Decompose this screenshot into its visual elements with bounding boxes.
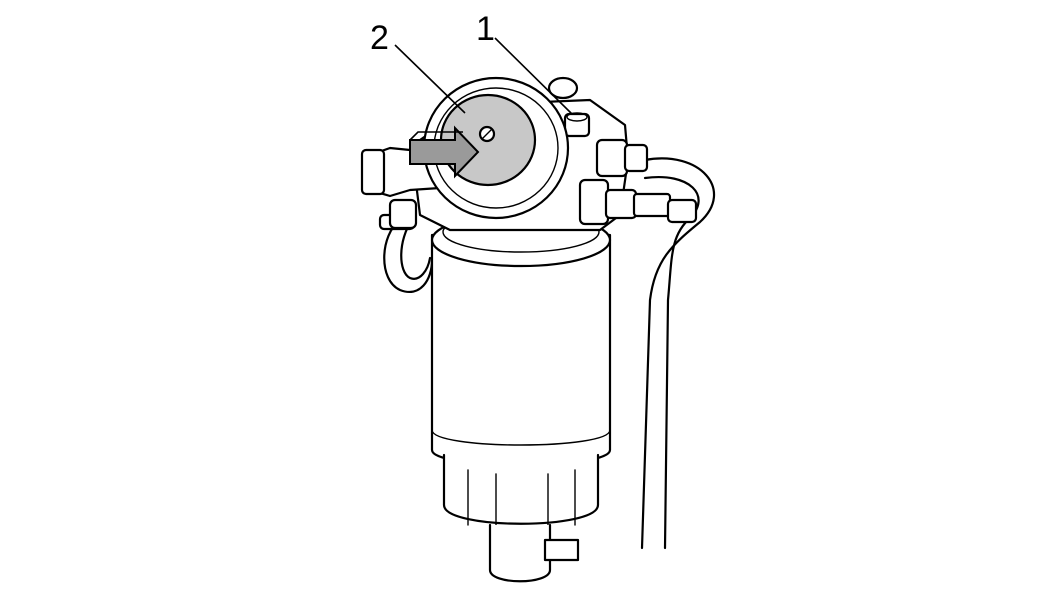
upper-right-fitting xyxy=(595,138,629,178)
callout-2-label: 2 xyxy=(370,19,389,57)
push-arrow-icon xyxy=(409,125,480,179)
callout-2-leader xyxy=(394,44,466,114)
bleed-screw xyxy=(563,112,591,138)
callout-1-leader xyxy=(494,37,573,115)
right-hose-clamp xyxy=(666,198,698,224)
callout-1-label: 1 xyxy=(476,10,495,48)
filter-bowl xyxy=(430,211,612,583)
lower-right-fitting xyxy=(578,178,610,226)
